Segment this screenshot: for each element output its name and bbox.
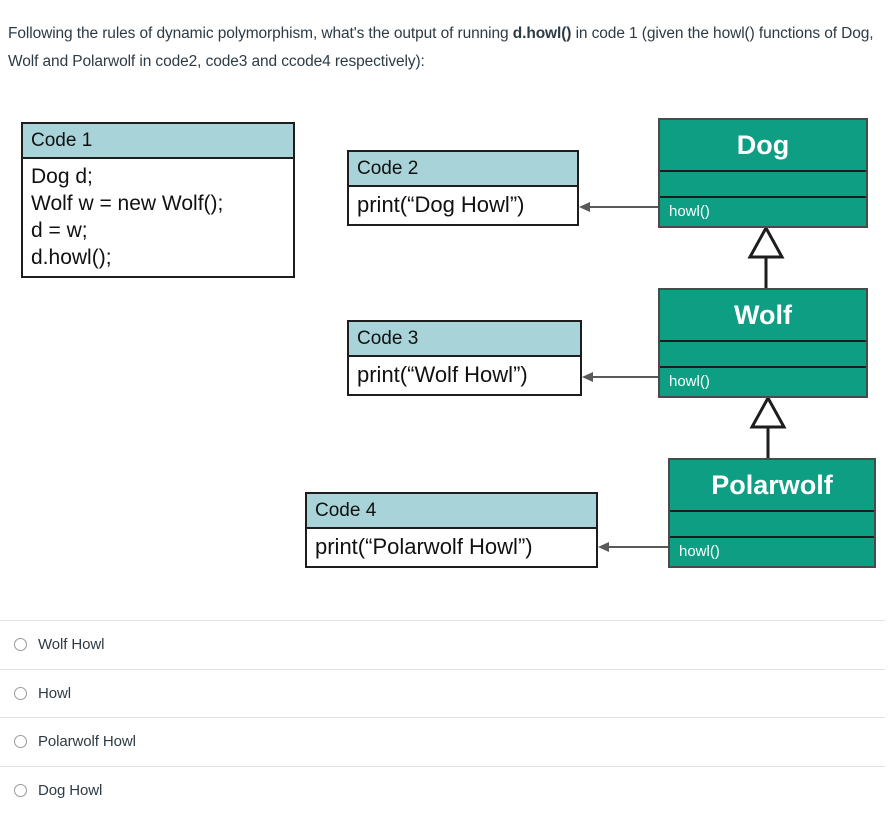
note-title-code-4: Code 4 bbox=[307, 494, 596, 529]
uml-diagram: Code 1 Dog d; Wolf w = new Wolf(); d = w… bbox=[0, 100, 889, 600]
connector-polarwolf-howl-to-code4 bbox=[597, 540, 670, 554]
radio-button-icon[interactable] bbox=[14, 686, 27, 700]
uml-class-name-dog: Dog bbox=[660, 120, 866, 172]
uml-attributes-wolf bbox=[660, 342, 866, 368]
note-title-code-1: Code 1 bbox=[23, 124, 293, 159]
radio-button-icon[interactable] bbox=[14, 638, 27, 652]
answer-option-label: Wolf Howl bbox=[38, 636, 105, 654]
uml-class-dog: Dog howl() bbox=[658, 118, 868, 228]
uml-operation-polarwolf-howl: howl() bbox=[679, 543, 720, 560]
note-body-code-2: print(“Dog Howl”) bbox=[357, 192, 525, 217]
uml-operation-wolf-howl: howl() bbox=[669, 373, 710, 390]
note-code-2: Code 2 print(“Dog Howl”) bbox=[347, 150, 579, 226]
uml-class-polarwolf: Polarwolf howl() bbox=[668, 458, 876, 568]
question-text-part1: Following the rules of dynamic polymorph… bbox=[8, 25, 513, 42]
answer-option-label: Polarwolf Howl bbox=[38, 733, 136, 751]
radio-button-icon[interactable] bbox=[14, 735, 27, 749]
note-code-1: Code 1 Dog d; Wolf w = new Wolf(); d = w… bbox=[21, 122, 295, 278]
connector-wolf-howl-to-code3 bbox=[581, 370, 660, 384]
note-body-code-1: Dog d; Wolf w = new Wolf(); d = w; d.how… bbox=[31, 165, 224, 269]
answer-option-label: Dog Howl bbox=[38, 781, 103, 799]
answer-option-label: Howl bbox=[38, 684, 71, 702]
question-text-part2: in code 1 (given the howl() functions of… bbox=[8, 25, 874, 70]
answer-option-2[interactable]: Howl bbox=[0, 668, 885, 718]
uml-class-name-wolf: Wolf bbox=[660, 290, 866, 342]
answer-option-4[interactable]: Dog Howl bbox=[0, 765, 885, 815]
question-code-emphasis: d.howl() bbox=[512, 25, 572, 42]
uml-class-wolf: Wolf howl() bbox=[658, 288, 868, 398]
answer-option-1[interactable]: Wolf Howl bbox=[0, 620, 885, 669]
note-body-code-4: print(“Polarwolf Howl”) bbox=[315, 534, 533, 559]
uml-attributes-dog bbox=[660, 172, 866, 198]
uml-class-name-polarwolf: Polarwolf bbox=[670, 460, 874, 512]
note-body-code-3: print(“Wolf Howl”) bbox=[357, 362, 528, 387]
uml-operation-dog-howl: howl() bbox=[669, 203, 710, 220]
question-prompt: Following the rules of dynamic polymorph… bbox=[8, 20, 884, 76]
generalization-polarwolf-to-wolf bbox=[746, 394, 790, 460]
radio-button-icon[interactable] bbox=[14, 783, 27, 797]
answer-option-3[interactable]: Polarwolf Howl bbox=[0, 717, 885, 766]
uml-attributes-polarwolf bbox=[670, 512, 874, 538]
note-title-code-3: Code 3 bbox=[349, 322, 580, 357]
connector-dog-howl-to-code2 bbox=[578, 200, 660, 214]
generalization-wolf-to-dog bbox=[744, 224, 788, 290]
note-code-4: Code 4 print(“Polarwolf Howl”) bbox=[305, 492, 598, 568]
note-title-code-2: Code 2 bbox=[349, 152, 577, 187]
note-code-3: Code 3 print(“Wolf Howl”) bbox=[347, 320, 582, 396]
